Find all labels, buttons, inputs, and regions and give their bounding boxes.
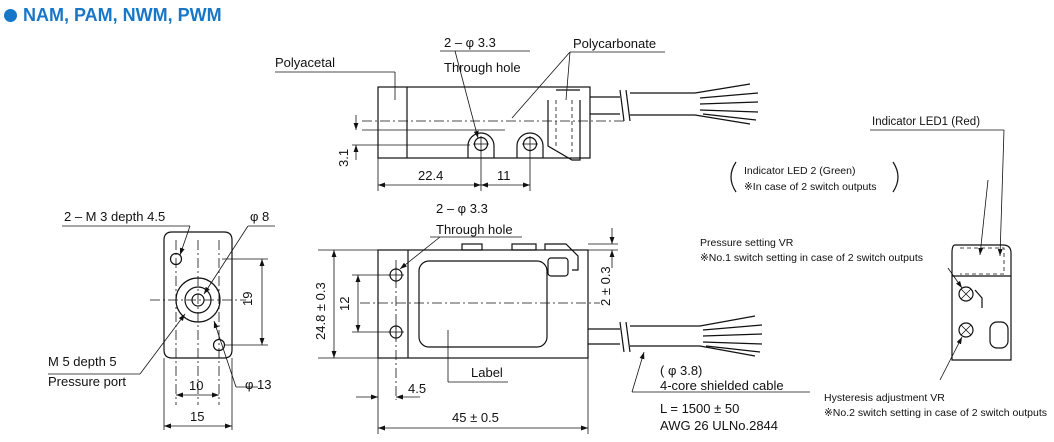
cable-type: 4-core shielded cable: [660, 378, 784, 393]
front-view-dim-pitch: 12: [337, 297, 352, 311]
pressure-vr-note: ※No.1 switch setting in case of 2 switch…: [700, 252, 923, 264]
top-view-hole-spec: 2 – φ 3.3: [444, 35, 496, 50]
led2-label: Indicator LED 2 (Green): [744, 165, 855, 177]
page-title: NAM, PAM, NWM, PWM: [4, 3, 222, 27]
top-view-dim-a: 22.4: [418, 168, 443, 183]
end-view-body: [163, 231, 233, 359]
front-view: [318, 228, 810, 434]
front-view-hole-type: Through hole: [436, 222, 513, 237]
end-view-port-thread: M 5 depth 5: [48, 354, 117, 369]
bullet-icon: [4, 8, 17, 22]
hysteresis-vr-label: Hysteresis adjustment VR: [824, 392, 945, 404]
pressure-setting-vr: [958, 286, 974, 302]
front-view-dim-tab: 2 ± 0.3: [598, 266, 613, 306]
hysteresis-adjustment-vr: [958, 322, 974, 338]
front-view-body: [377, 249, 589, 359]
side-view-body: [951, 244, 1012, 361]
front-view-dim-height: 24.8 ± 0.3: [313, 282, 328, 340]
end-view-dia-large: φ 13: [245, 377, 272, 392]
hysteresis-vr-note: ※No.2 switch setting in case of 2 switch…: [824, 407, 1047, 419]
end-view-thread: 2 – M 3 depth 4.5: [64, 209, 165, 224]
led2-note: ※In case of 2 switch outputs: [744, 181, 877, 193]
cable-awg: AWG 26 ULNo.2844: [660, 418, 778, 433]
front-view-dim-edge: 4.5: [408, 381, 426, 396]
side-view-port: [989, 321, 1009, 349]
pressure-vr-label: Pressure setting VR: [700, 237, 794, 249]
top-view-body: [377, 86, 591, 159]
top-view-material-left: Polyacetal: [275, 55, 335, 70]
top-view-hole-type: Through hole: [444, 60, 521, 75]
label-text: Label: [471, 365, 503, 380]
front-view-hole-spec: 2 – φ 3.3: [436, 201, 488, 216]
end-view-dim-width: 15: [190, 409, 204, 424]
led1-label: Indicator LED1 (Red): [872, 116, 980, 128]
end-view-dia-small: φ 8: [250, 209, 269, 224]
top-view-dim-b: 11: [497, 168, 511, 183]
label-area: [418, 260, 548, 348]
page-title-text: NAM, PAM, NWM, PWM: [23, 4, 222, 25]
end-view-dim-inner: 10: [189, 378, 203, 393]
cable-diameter: ( φ 3.8): [660, 363, 702, 378]
cable-length: L = 1500 ± 50: [660, 401, 739, 416]
top-view-dim-offset: 3.1: [336, 149, 351, 167]
top-view: [275, 50, 759, 191]
front-view-dim-length: 45 ± 0.5: [452, 410, 499, 425]
end-view: [48, 225, 275, 430]
end-view-port-label: Pressure port: [48, 374, 126, 389]
side-view: [730, 129, 1012, 381]
end-view-dim-height: 19: [240, 292, 255, 306]
top-view-material-right: Polycarbonate: [573, 36, 656, 51]
